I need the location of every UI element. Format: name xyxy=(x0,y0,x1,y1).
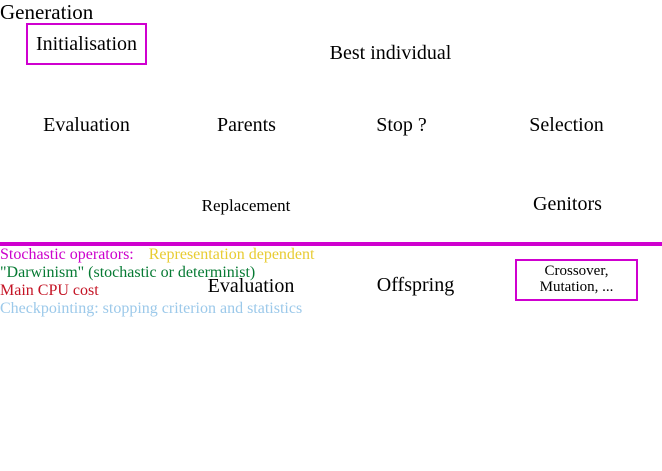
legend-row-stochastic-operators: Stochastic operators: Representation dep… xyxy=(0,246,662,264)
legend-row-darwinism: "Darwinism" (stochastic or determinist) xyxy=(0,264,662,282)
legend-label-stochastic-operators: Stochastic operators: xyxy=(0,245,134,263)
node-best-individual: Best individual xyxy=(289,39,492,68)
legend-row-checkpointing: Checkpointing: stopping criterion and st… xyxy=(0,300,662,318)
node-offspring: Offspring xyxy=(355,266,476,304)
node-stop-label: Stop ? xyxy=(376,114,427,136)
node-initialisation-label: Initialisation xyxy=(35,32,138,55)
node-stop: Stop ? xyxy=(361,105,442,146)
node-replacement: Replacement xyxy=(185,185,307,226)
node-evaluation-bottom-label: Evaluation xyxy=(207,275,295,297)
node-genitors: Genitors xyxy=(507,184,628,224)
node-evaluation-top-label: Evaluation xyxy=(43,114,130,136)
node-selection-label: Selection xyxy=(529,113,604,136)
legend-row-main-cpu-cost: Main CPU cost xyxy=(0,282,662,300)
arrow-genitors-to-crossover-line xyxy=(0,165,2,187)
node-parents-label: Parents xyxy=(217,114,276,136)
arrow-stop-to-best-individual-line xyxy=(0,114,2,138)
legend-label-representation-dependent: Representation dependent xyxy=(148,245,315,263)
legend-swatch-stochastic-operators xyxy=(0,241,662,246)
node-selection: Selection xyxy=(506,104,627,146)
legend-label-darwinism: "Darwinism" (stochastic or determinist) xyxy=(0,263,256,281)
arrow-replacement-to-parents-line xyxy=(0,216,2,242)
node-replacement-label: Replacement xyxy=(201,195,291,215)
node-crossover-line2: Mutation, ... xyxy=(539,279,614,295)
node-best-individual-label: Best individual xyxy=(329,42,452,64)
node-offspring-label: Offspring xyxy=(376,273,455,296)
node-crossover-mutation: Crossover, Mutation, ... xyxy=(515,259,638,301)
arrow-initialisation-to-evaluation-line xyxy=(0,85,2,111)
node-generation-label: Generation xyxy=(0,0,94,24)
node-evaluation-top: Evaluation xyxy=(26,105,147,146)
legend-label-checkpointing: Checkpointing: stopping criterion and st… xyxy=(0,299,303,317)
legend-label-main-cpu-cost: Main CPU cost xyxy=(0,281,99,299)
node-evaluation-bottom: Evaluation xyxy=(190,266,312,307)
arrow-offspring-to-evaluation-line xyxy=(0,188,29,190)
node-initialisation: Initialisation xyxy=(26,23,147,65)
arrow-selection-to-genitors-line xyxy=(0,140,2,165)
arrow-evaluation-to-replacement-line xyxy=(0,190,2,216)
node-parents: Parents xyxy=(186,106,307,145)
node-crossover-line1: Crossover, xyxy=(544,263,609,280)
node-generation: Generation xyxy=(0,0,166,85)
node-genitors-label: Genitors xyxy=(533,192,602,215)
